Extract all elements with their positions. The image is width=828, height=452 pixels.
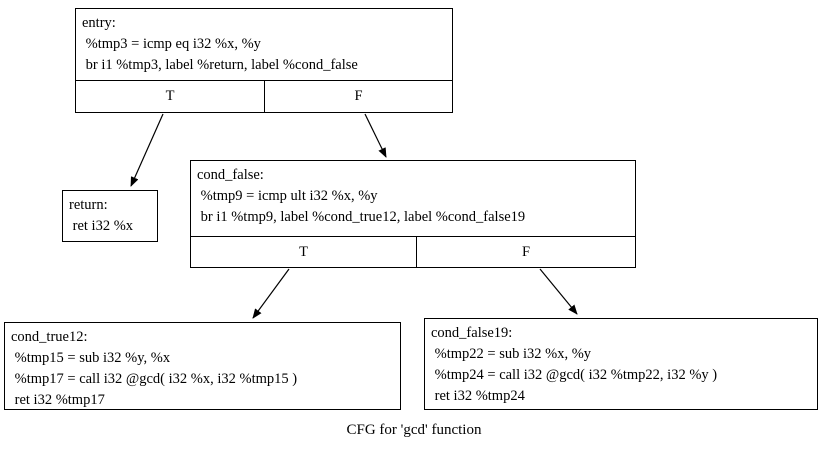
branch-port-true: T <box>165 88 175 104</box>
node-cond-false19-body: cond_false19: %tmp22 = sub i32 %x, %y %t… <box>425 319 817 409</box>
basic-block-label: entry: <box>82 15 116 31</box>
ir-instruction: ret i32 %x <box>69 218 134 234</box>
ir-instruction: %tmp3 = icmp eq i32 %x, %y <box>82 36 261 52</box>
node-cond-false-ports: T F <box>191 236 635 267</box>
branch-port-true: T <box>299 243 308 260</box>
cfg-node-cond-true12: cond_true12: %tmp15 = sub i32 %y, %x %tm… <box>4 322 401 410</box>
node-entry-body: entry: %tmp3 = icmp eq i32 %x, %y br i1 … <box>76 9 452 80</box>
basic-block-label: return: <box>69 197 108 213</box>
edge-entry-false-to-cond-false-arrow <box>364 113 387 158</box>
edge-cond-false-true-to-cond-true12-arrow <box>252 268 290 319</box>
ir-instruction: %tmp9 = icmp ult i32 %x, %y <box>197 188 378 204</box>
edge-entry-true-to-return-arrow <box>130 113 164 187</box>
ir-instruction: br i1 %tmp9, label %cond_true12, label %… <box>197 209 526 225</box>
ir-instruction: %tmp24 = call i32 @gcd( i32 %tmp22, i32 … <box>431 367 718 383</box>
cfg-node-entry: entry: %tmp3 = icmp eq i32 %x, %y br i1 … <box>75 8 453 113</box>
node-entry-ports: T F <box>76 80 452 112</box>
basic-block-label: cond_false19: <box>431 325 513 341</box>
basic-block-label: cond_false: <box>197 167 264 183</box>
edge-cond-false-false-to-cond-false19-arrow <box>539 268 578 315</box>
ir-instruction: ret i32 %tmp24 <box>431 388 525 404</box>
ir-instruction: %tmp17 = call i32 @gcd( i32 %x, i32 %tmp… <box>11 371 298 387</box>
node-cond-true12-body: cond_true12: %tmp15 = sub i32 %y, %x %tm… <box>5 323 400 409</box>
branch-port-false: F <box>416 237 635 267</box>
ir-instruction: %tmp22 = sub i32 %x, %y <box>431 346 592 362</box>
basic-block-label: cond_true12: <box>11 329 88 345</box>
branch-port-false: F <box>264 81 452 112</box>
cfg-node-return: return: ret i32 %x <box>62 190 158 242</box>
cfg-node-cond-false: cond_false: %tmp9 = icmp ult i32 %x, %y … <box>190 160 636 268</box>
node-cond-false-body: cond_false: %tmp9 = icmp ult i32 %x, %y … <box>191 161 635 236</box>
node-return-body: return: ret i32 %x <box>63 191 157 241</box>
graph-caption: CFG for 'gcd' function <box>346 422 482 438</box>
ir-instruction: %tmp15 = sub i32 %y, %x <box>11 350 171 366</box>
cfg-node-cond-false19: cond_false19: %tmp22 = sub i32 %x, %y %t… <box>424 318 818 410</box>
ir-instruction: br i1 %tmp3, label %return, label %cond_… <box>82 57 358 73</box>
ir-instruction: ret i32 %tmp17 <box>11 392 105 408</box>
